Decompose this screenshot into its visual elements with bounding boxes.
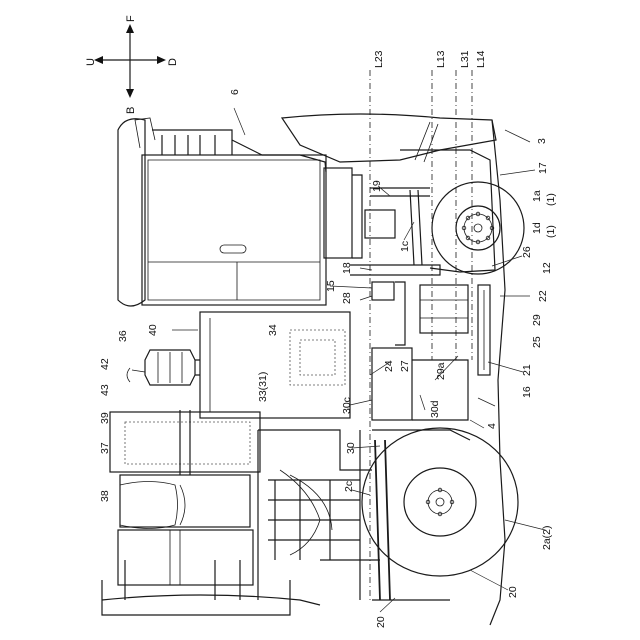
label-1c: 1c bbox=[399, 241, 411, 252]
label-30: 30 bbox=[345, 442, 357, 454]
rear-wheel bbox=[362, 428, 518, 600]
label-36: 36 bbox=[117, 330, 129, 342]
label-30d: 30d bbox=[429, 400, 441, 418]
frame-components bbox=[350, 188, 490, 420]
label-25: 25 bbox=[531, 336, 543, 348]
label-2c: 2c bbox=[343, 481, 355, 492]
cabin bbox=[118, 118, 362, 306]
direction-up-label: U bbox=[85, 58, 97, 66]
label-42: 42 bbox=[99, 358, 111, 370]
label-37: 37 bbox=[99, 442, 111, 454]
label-2a-2: 2a(2) bbox=[541, 525, 553, 550]
label-30c: 30c bbox=[341, 397, 353, 414]
label-39: 39 bbox=[99, 412, 111, 424]
label-15: 15 bbox=[325, 280, 337, 292]
air-intake bbox=[127, 350, 200, 385]
label-20-right: 20 bbox=[507, 586, 519, 598]
label-43: 43 bbox=[99, 384, 111, 396]
label-17: 17 bbox=[537, 162, 549, 174]
front-body bbox=[282, 114, 496, 272]
label-22: 22 bbox=[537, 290, 549, 302]
label-33-31: 33(31) bbox=[257, 372, 269, 402]
ground-line bbox=[490, 120, 505, 625]
label-21: 21 bbox=[521, 364, 533, 376]
label-38: 38 bbox=[99, 490, 111, 502]
label-4: 4 bbox=[486, 423, 498, 429]
label-27: 27 bbox=[399, 360, 411, 372]
ref-line-l13-label: L13 bbox=[435, 50, 447, 68]
label-16: 16 bbox=[521, 386, 533, 398]
label-1d: 1d bbox=[531, 222, 543, 234]
ref-line-l31-label: L31 bbox=[459, 50, 471, 68]
label-26: 26 bbox=[521, 246, 533, 258]
label-40: 40 bbox=[147, 324, 159, 336]
label-18: 18 bbox=[341, 262, 353, 274]
label-29a: 29a bbox=[435, 362, 447, 380]
direction-back-label: B bbox=[125, 107, 137, 114]
reference-numerals: 6 3 17 1a (1) 1d (1) 19 1c 26 12 18 15 2… bbox=[99, 89, 557, 628]
ref-line-l14-label: L14 bbox=[475, 50, 487, 68]
label-28: 28 bbox=[341, 292, 353, 304]
label-20-bottom: 20 bbox=[375, 616, 387, 628]
label-24: 24 bbox=[383, 360, 395, 372]
grain-tank bbox=[102, 410, 320, 615]
direction-down-label: D bbox=[167, 58, 179, 66]
label-19: 19 bbox=[371, 180, 383, 192]
rear-structure bbox=[258, 430, 380, 600]
label-6: 6 bbox=[229, 89, 241, 95]
direction-indicator: F B U D bbox=[85, 15, 179, 114]
label-3: 3 bbox=[536, 138, 548, 144]
label-34: 34 bbox=[267, 324, 279, 336]
label-1a-paren: (1) bbox=[545, 193, 557, 206]
label-1d-paren: (1) bbox=[545, 225, 557, 238]
label-12: 12 bbox=[541, 262, 553, 274]
label-1a: 1a bbox=[531, 190, 543, 202]
direction-front-label: F bbox=[125, 15, 137, 22]
ref-line-l23-label: L23 bbox=[373, 50, 385, 68]
label-29: 29 bbox=[531, 314, 543, 326]
